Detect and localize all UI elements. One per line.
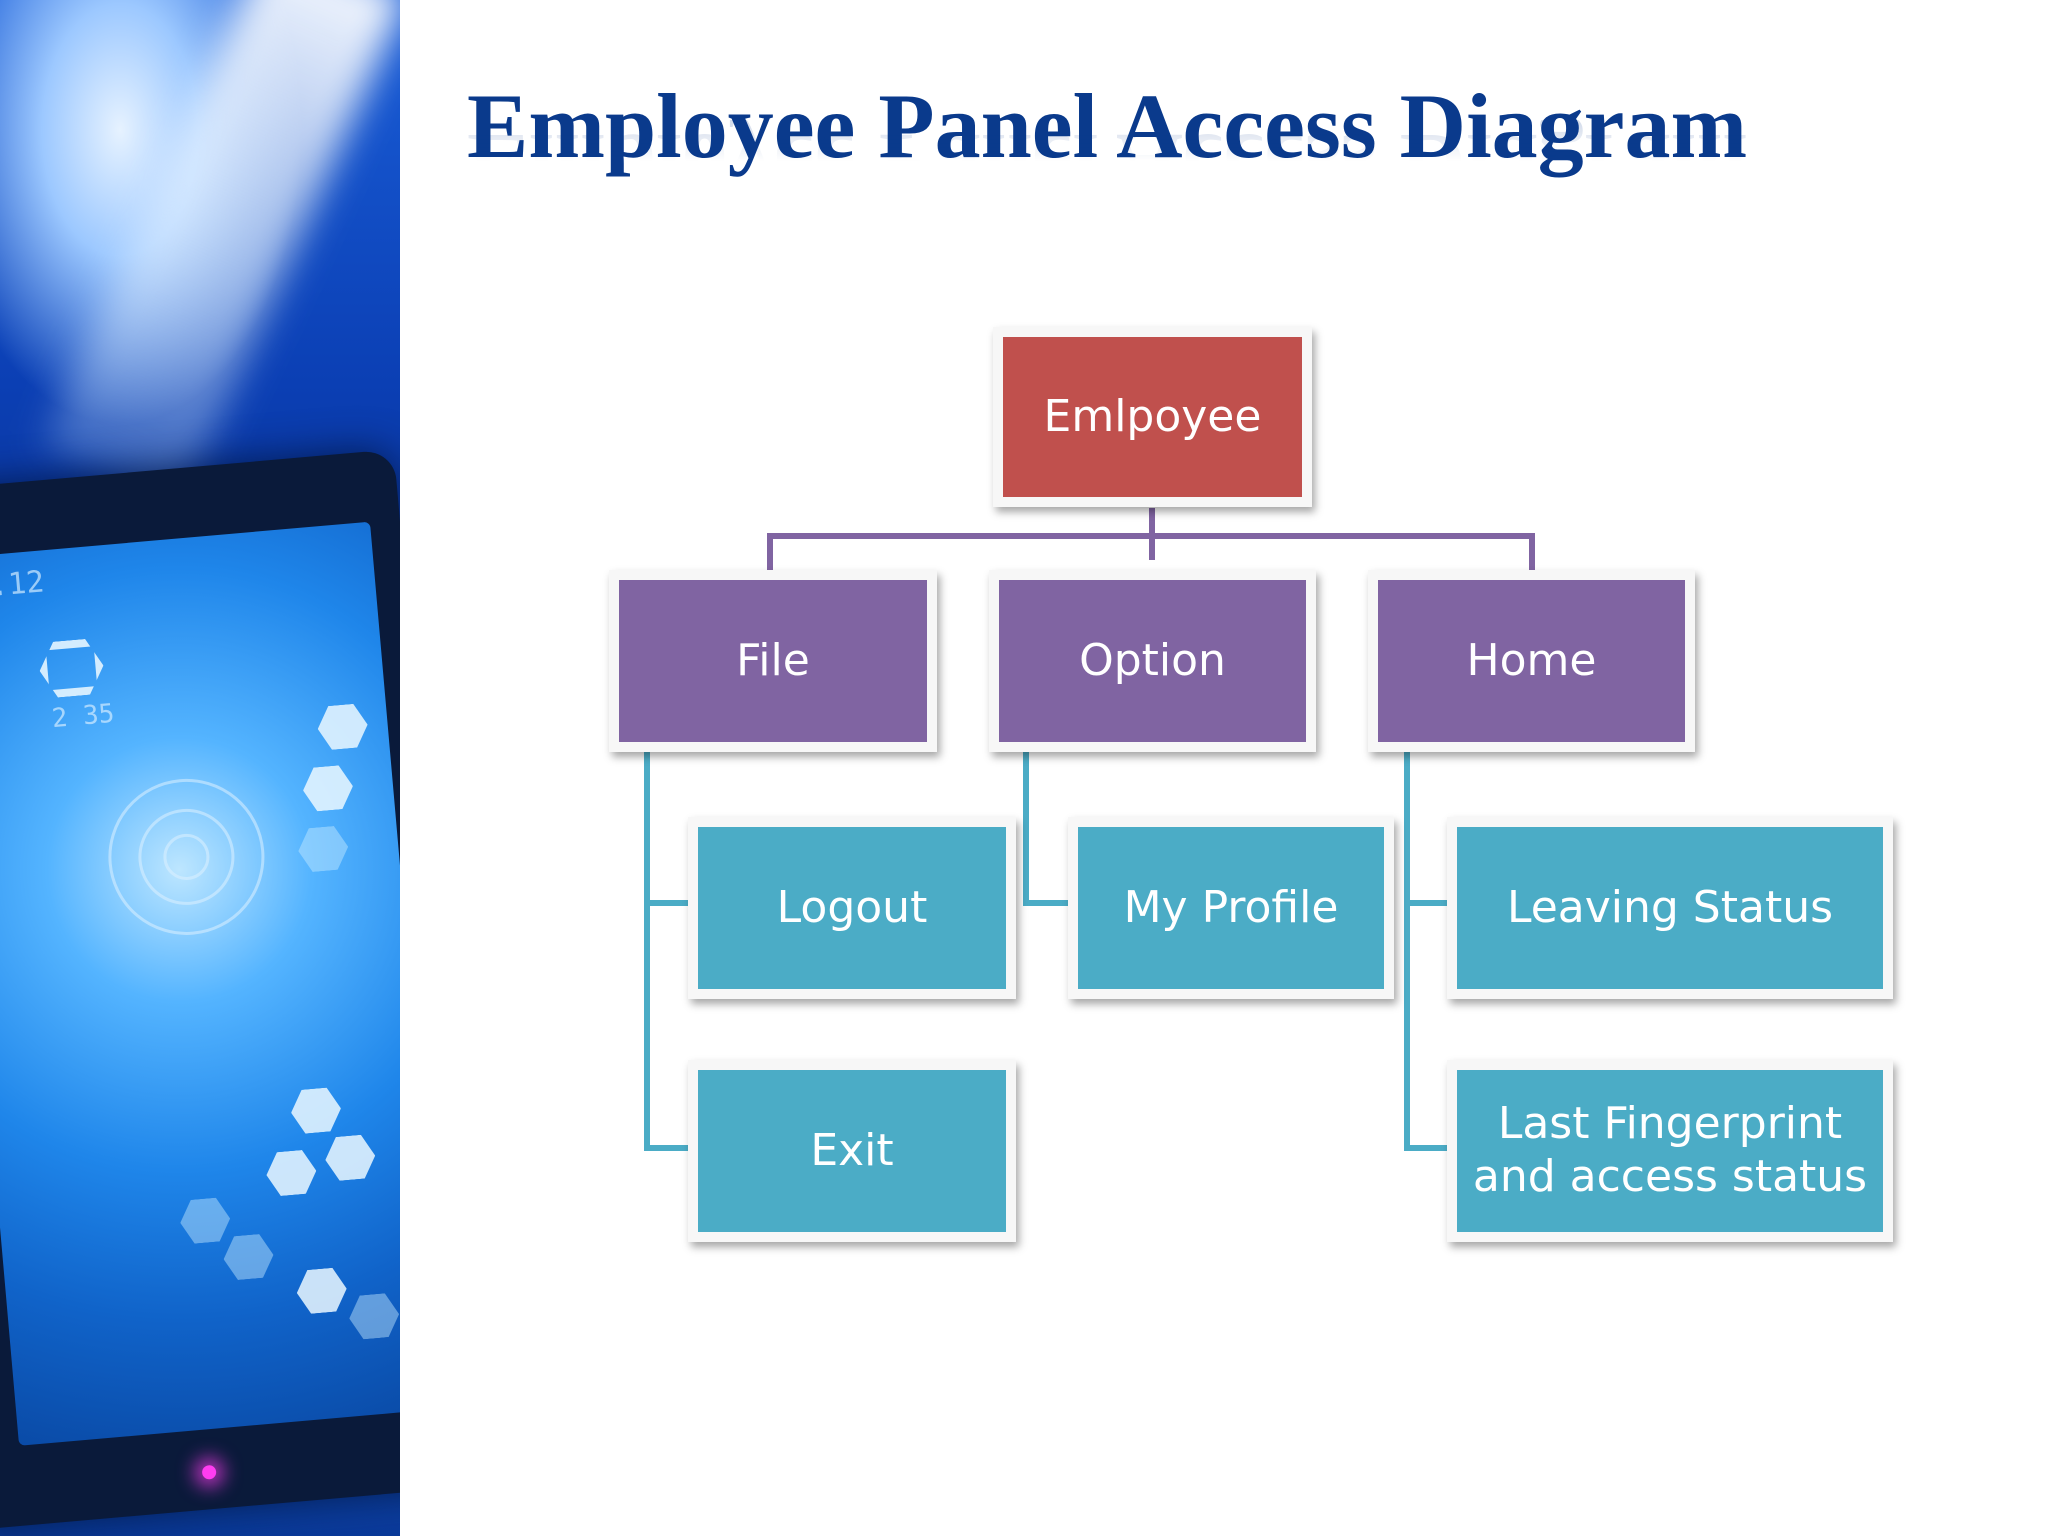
node-home: Home — [1368, 570, 1695, 752]
node-label: Emlpoyee — [1043, 390, 1262, 442]
node-label: Home — [1466, 634, 1597, 686]
child-connector-line — [1404, 750, 1449, 1151]
child-connector-line — [1023, 750, 1070, 906]
slide-title: Employee Panel Access Diagram — [467, 75, 1748, 177]
node-file: File — [609, 570, 937, 752]
node-exit: Exit — [688, 1060, 1016, 1242]
node-label: Exit — [810, 1124, 894, 1176]
node-leaving-status: Leaving Status — [1447, 817, 1893, 999]
node-label: My Profile — [1123, 881, 1339, 933]
node-employee: Emlpoyee — [993, 327, 1312, 507]
child-connector-line — [644, 750, 690, 1151]
node-label: Last Fingerprint and access status — [1472, 1098, 1868, 1202]
node-my-profile: My Profile — [1068, 817, 1394, 999]
node-label: Leaving Status — [1506, 881, 1834, 933]
node-last-fingerprint: Last Fingerprint and access status — [1447, 1060, 1893, 1242]
root-connectors — [767, 508, 1535, 575]
node-label: File — [736, 634, 810, 686]
node-option: Option — [989, 570, 1316, 752]
child-connectors — [644, 750, 1449, 1151]
node-label: Logout — [776, 881, 928, 933]
node-label: Option — [1079, 634, 1226, 686]
node-logout: Logout — [688, 817, 1016, 999]
decorative-side-image: 22.12 2 35 — [0, 0, 400, 1536]
